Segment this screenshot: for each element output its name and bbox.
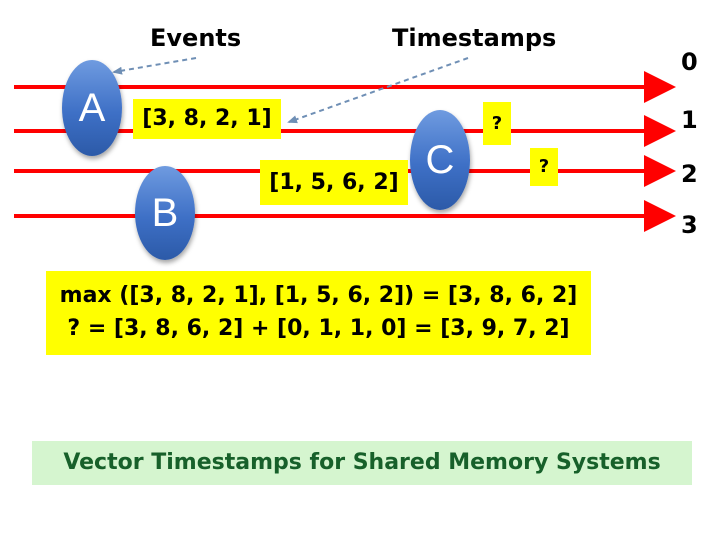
unknown-timestamp-box-2: ? bbox=[530, 148, 558, 186]
line-label-0: 0 bbox=[681, 48, 698, 76]
unknown-timestamp-box-1: ? bbox=[483, 102, 511, 145]
timestamp-box-b: [1, 5, 6, 2] bbox=[260, 160, 408, 205]
formula-box: max ([3, 8, 2, 1], [1, 5, 6, 2]) = [3, 8… bbox=[46, 271, 591, 355]
timestamp-box-a: [3, 8, 2, 1] bbox=[133, 99, 281, 139]
timestamps-pointer-arrow bbox=[287, 57, 469, 124]
formula-line-result: ? = [3, 8, 6, 2] + [0, 1, 1, 0] = [3, 9,… bbox=[67, 316, 570, 341]
event-b-node: B bbox=[135, 166, 195, 260]
line-label-1: 1 bbox=[681, 106, 698, 134]
slide-caption: Vector Timestamps for Shared Memory Syst… bbox=[32, 441, 692, 485]
line-label-2: 2 bbox=[681, 160, 698, 188]
timestamps-label: Timestamps bbox=[392, 24, 557, 52]
events-label: Events bbox=[150, 24, 242, 52]
event-c-node: C bbox=[410, 110, 470, 210]
events-pointer-arrow bbox=[112, 57, 197, 75]
formula-line-max: max ([3, 8, 2, 1], [1, 5, 6, 2]) = [3, 8… bbox=[59, 283, 578, 308]
line-label-3: 3 bbox=[681, 211, 698, 239]
event-a-node: A bbox=[62, 60, 122, 156]
